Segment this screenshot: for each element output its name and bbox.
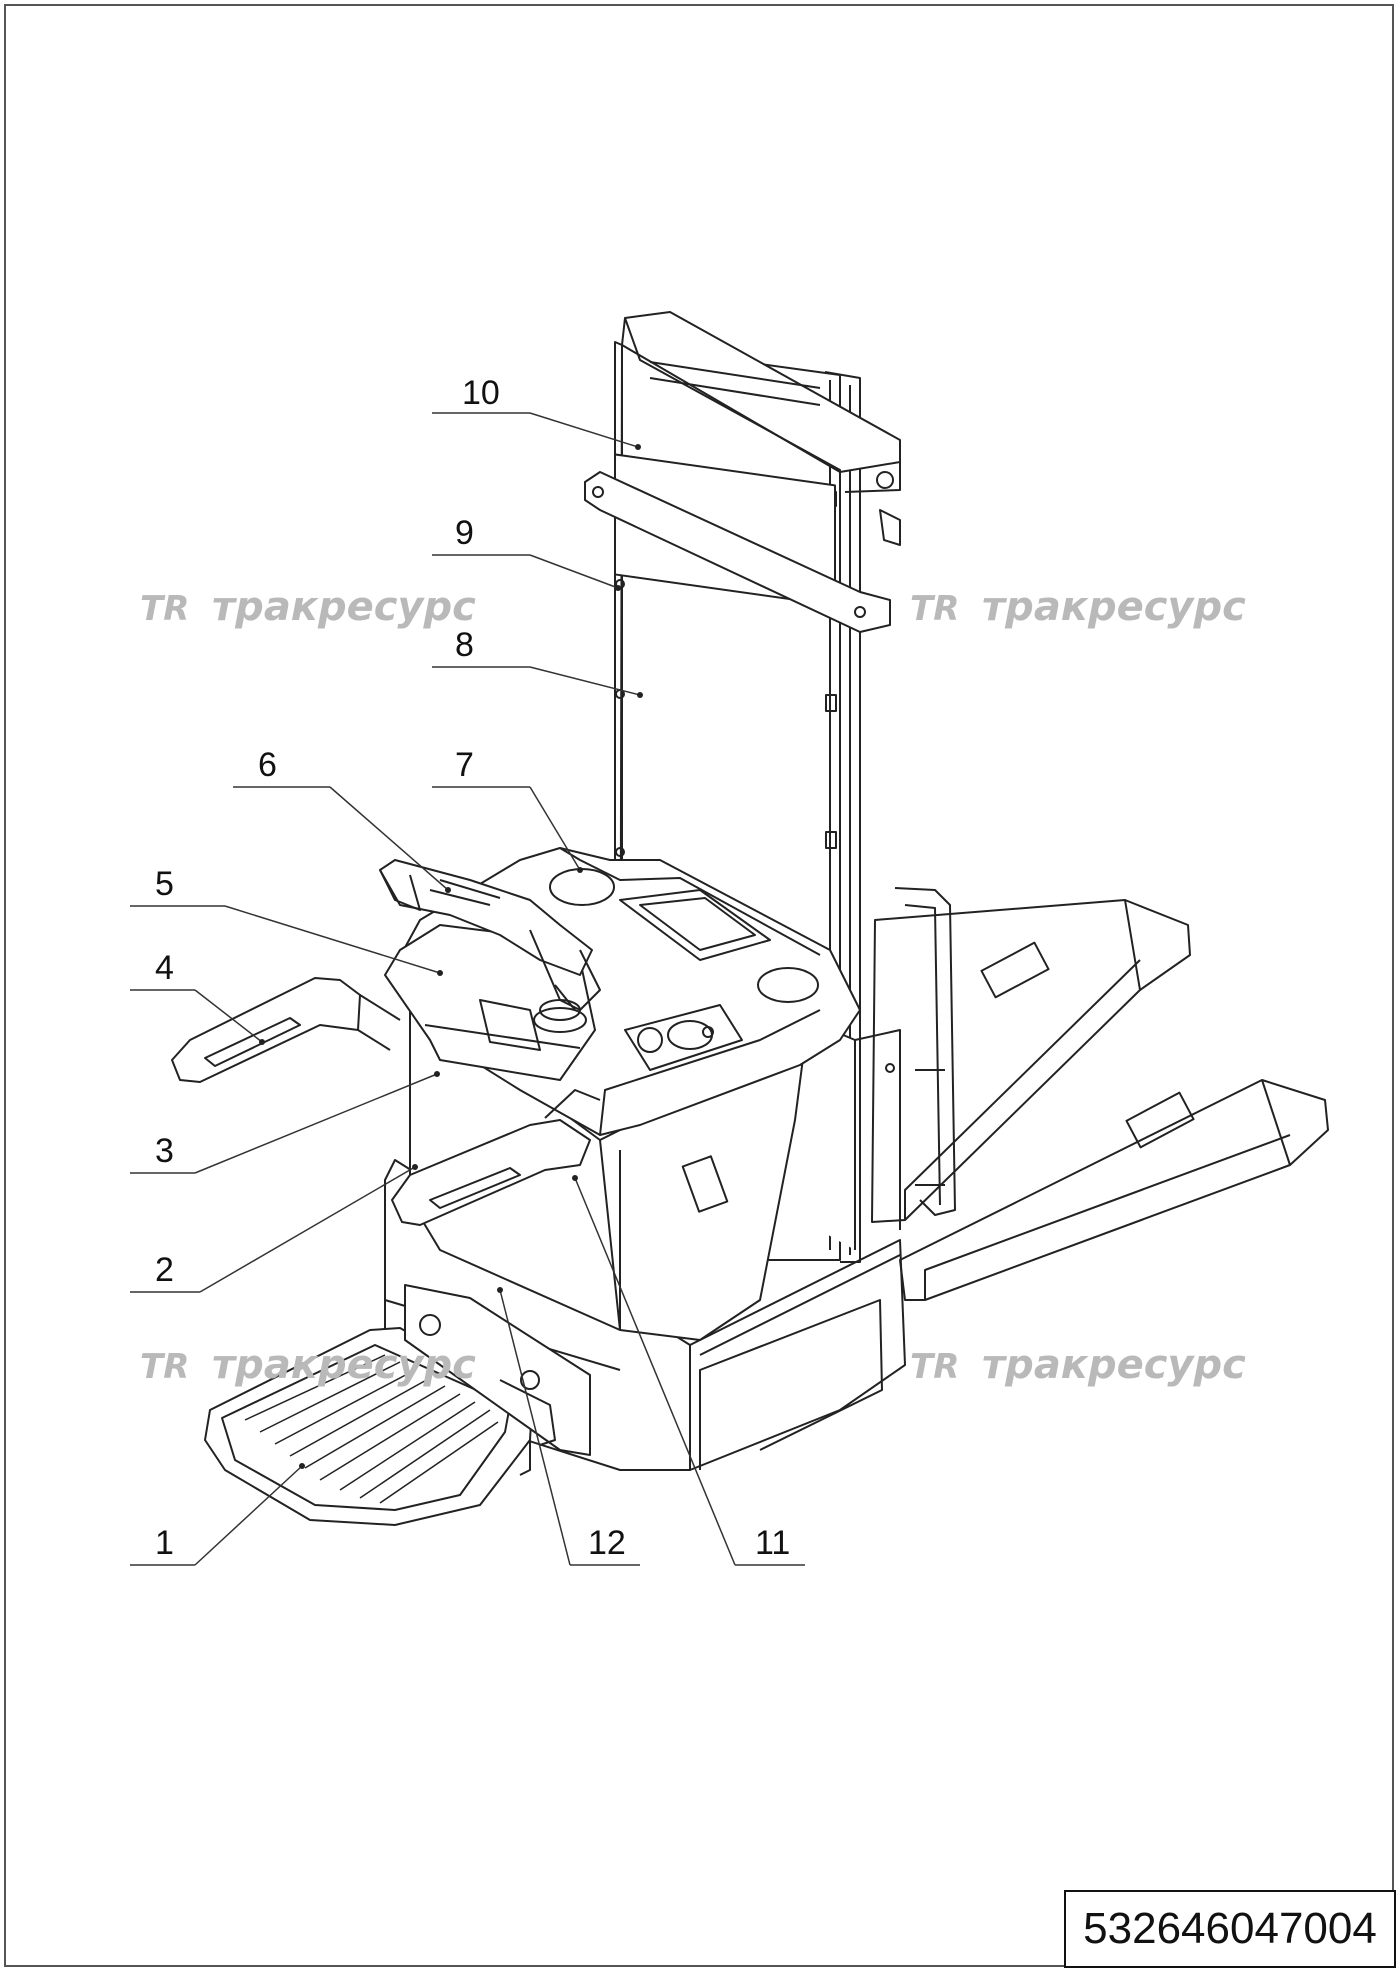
callout-labels: 10 9 8 7 6 5 4 3 2 1 12 11 [155,374,790,1562]
document-number: 532646047004 [1064,1890,1396,1968]
svg-text:TR: TR [910,1347,959,1387]
svg-text:TR: TR [910,589,959,629]
right-handle [391,1089,601,1226]
callout-8: 8 [455,626,474,664]
callout-10: 10 [462,374,500,412]
callout-4: 4 [155,949,174,987]
side-guard-rail [894,887,956,1216]
watermark-bottom-left: TR тракресурс [140,1342,476,1388]
svg-text:TR: TR [140,1347,189,1387]
callout-11: 11 [755,1524,790,1562]
watermark-top-left: TR тракресурс [140,584,476,630]
cross-bar [584,471,891,857]
callout-2: 2 [155,1251,174,1289]
forks [871,899,1329,1301]
step-platform [204,1327,533,1526]
watermark-bottom-right: TR тракресурс [910,1342,1246,1388]
svg-text:тракресурс: тракресурс [212,584,476,630]
svg-text:тракресурс: тракресурс [982,1342,1246,1388]
callout-12: 12 [588,1524,626,1562]
watermarks: TR тракресурс TR тракресурс TR тракресур… [140,584,1246,1388]
callout-6: 6 [258,746,277,784]
svg-text:тракресурс: тракресурс [212,1342,476,1388]
dash-head [384,924,596,1081]
callout-1: 1 [155,1524,174,1562]
svg-text:тракресурс: тракресурс [982,584,1246,630]
tiller-arm [379,859,601,1033]
watermark-top-right: TR тракресурс [910,584,1246,630]
callout-5: 5 [155,865,174,903]
hinge-bracket [404,1284,591,1456]
callout-7: 7 [455,746,474,784]
callout-3: 3 [155,1132,174,1170]
svg-text:TR: TR [140,589,189,629]
leader-dots [259,444,643,1469]
sheet-frame [4,4,1394,1967]
callout-9: 9 [455,514,474,552]
left-handle [171,977,401,1083]
leader-lines [130,412,805,1566]
